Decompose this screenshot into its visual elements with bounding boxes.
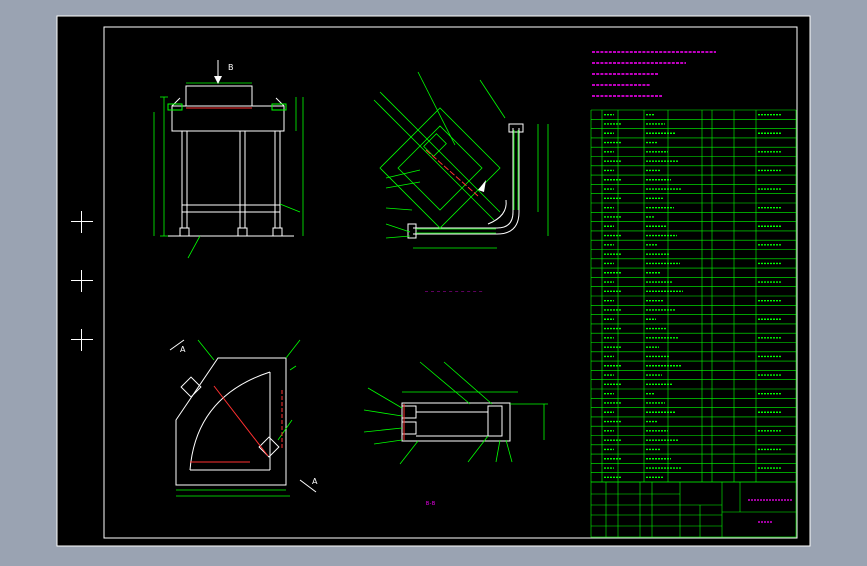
section-view-dimensions <box>363 361 548 465</box>
drawing-canvas <box>56 15 811 547</box>
title-block <box>590 481 797 538</box>
view-a-arrow-right <box>299 479 317 493</box>
technical-notes <box>592 51 716 97</box>
plan-view-dimensions <box>373 71 549 249</box>
view-a-label-right: A <box>312 477 318 486</box>
crosshair-icon <box>71 211 93 233</box>
title-block-marks <box>748 499 792 523</box>
front-view <box>167 85 294 237</box>
section-view <box>401 402 511 442</box>
crosshair-icon <box>71 270 93 292</box>
plan-view-centerline <box>425 149 479 197</box>
view-b-arrowhead <box>214 76 222 84</box>
front-view-dimensions <box>153 82 304 259</box>
plan-view-arrowhead <box>478 180 486 192</box>
sheet-border <box>103 26 798 539</box>
view-a-arrow-left <box>169 339 185 351</box>
plan-view-body <box>379 107 519 234</box>
corner-view-centerline <box>213 385 269 457</box>
parts-list-table <box>590 109 797 483</box>
view-b-label: B <box>228 63 234 72</box>
crosshair-icon <box>71 329 93 351</box>
section-view-caption: B-B <box>426 501 435 507</box>
plan-view-caption: — — — — — — — — — — <box>425 289 483 295</box>
view-a-label-left: A <box>180 345 186 354</box>
corner-view <box>175 357 287 486</box>
corner-view-dimensions <box>176 339 301 497</box>
